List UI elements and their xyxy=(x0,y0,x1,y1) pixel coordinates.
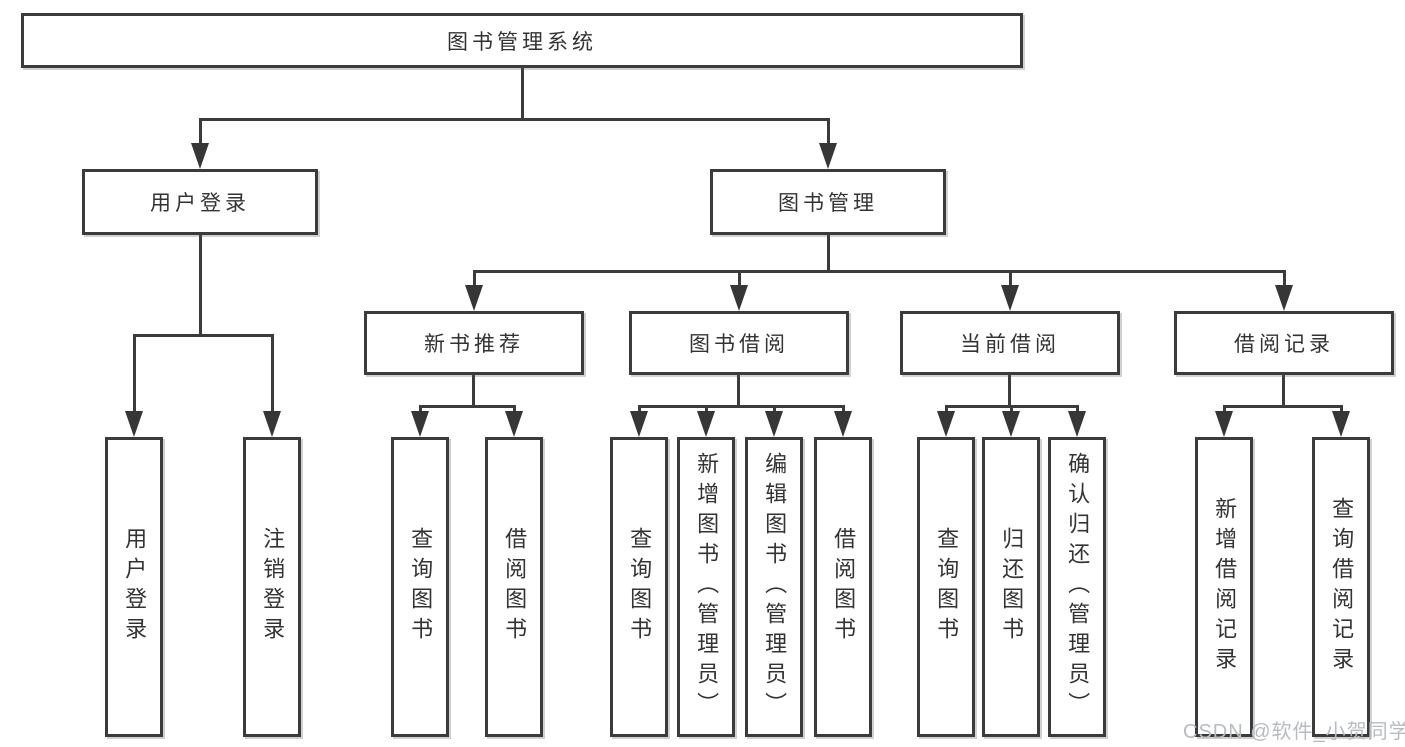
connector-stem xyxy=(737,375,740,407)
connector-drop xyxy=(271,334,274,414)
connector-drop xyxy=(199,118,202,147)
leaf-return-books-label: 归还图书 xyxy=(999,527,1025,647)
node-user-login-label: 用户登录 xyxy=(150,192,250,215)
connector-drop xyxy=(1010,405,1013,415)
connector-drop xyxy=(1223,405,1226,415)
arrowhead-down-icon xyxy=(1215,411,1233,437)
node-current-borrowing: 当前借阅 xyxy=(900,311,1120,375)
arrowhead-down-icon xyxy=(1001,285,1019,311)
leaf-query-borrow-record: 查询借阅记录 xyxy=(1312,437,1370,737)
arrowhead-down-icon xyxy=(834,411,852,437)
connector-drop xyxy=(1009,270,1012,287)
node-user-login: 用户登录 xyxy=(82,169,318,235)
arrowhead-down-icon xyxy=(411,411,429,437)
node-book-management-label: 图书管理 xyxy=(778,192,878,215)
arrowhead-down-icon xyxy=(465,285,483,311)
node-current-borrowing-label: 当前借阅 xyxy=(960,333,1060,356)
arrowhead-down-icon xyxy=(730,285,748,311)
root-node-label: 图书管理系统 xyxy=(447,30,597,54)
leaf-user-login: 用户登录 xyxy=(105,437,163,737)
connector-drop xyxy=(1283,270,1286,287)
node-new-book-recommendation: 新书推荐 xyxy=(364,311,584,375)
connector-bar xyxy=(419,405,515,408)
connector-stem xyxy=(199,235,202,336)
leaf-borrow-books-borrowing-label: 借阅图书 xyxy=(831,527,857,647)
leaf-confirm-return-admin-label: 确认归还（管理员） xyxy=(1065,452,1091,722)
leaf-add-borrow-record-label: 新增借阅记录 xyxy=(1212,497,1238,677)
connector-drop xyxy=(133,334,136,414)
arrowhead-down-icon xyxy=(125,411,143,437)
leaf-logout: 注销登录 xyxy=(243,437,301,737)
arrowhead-down-icon xyxy=(697,411,715,437)
leaf-query-books-current-label: 查询图书 xyxy=(934,527,960,647)
arrowhead-down-icon xyxy=(765,411,783,437)
leaf-query-books-borrowing: 查询图书 xyxy=(610,437,668,737)
connector-stem xyxy=(1008,375,1011,407)
connector-drop xyxy=(513,405,516,415)
watermark: CSDN @软件_小贺同学 xyxy=(1183,721,1405,743)
leaf-add-books-admin: 新增图书（管理员） xyxy=(677,437,735,737)
connector-bar xyxy=(638,405,844,408)
node-book-borrowing: 图书借阅 xyxy=(629,311,849,375)
connector-stem xyxy=(521,68,524,120)
connector-bar xyxy=(133,334,274,337)
leaf-query-books-current: 查询图书 xyxy=(917,437,975,737)
connector-drop xyxy=(827,118,830,147)
node-new-book-recommendation-label: 新书推荐 xyxy=(424,333,524,356)
connector-bar xyxy=(1223,405,1342,408)
arrowhead-down-icon xyxy=(191,143,209,169)
leaf-borrow-books-recommend: 借阅图书 xyxy=(485,437,543,737)
arrowhead-down-icon xyxy=(505,411,523,437)
connector-drop xyxy=(773,405,776,415)
leaf-user-login-label: 用户登录 xyxy=(122,527,148,647)
arrowhead-down-icon xyxy=(819,143,837,169)
leaf-query-books-recommend-label: 查询图书 xyxy=(408,527,434,647)
leaf-confirm-return-admin: 确认归还（管理员） xyxy=(1048,437,1106,737)
arrowhead-down-icon xyxy=(1332,411,1350,437)
root-node: 图书管理系统 xyxy=(21,13,1023,68)
arrowhead-down-icon xyxy=(263,411,281,437)
leaf-borrow-books-borrowing: 借阅图书 xyxy=(814,437,872,737)
connector-drop xyxy=(473,270,476,287)
node-book-management: 图书管理 xyxy=(710,169,946,235)
arrowhead-down-icon xyxy=(937,411,955,437)
leaf-query-books-recommend: 查询图书 xyxy=(391,437,449,737)
connector-drop xyxy=(1340,405,1343,415)
leaf-query-books-borrowing-label: 查询图书 xyxy=(627,527,653,647)
connector-drop xyxy=(419,405,422,415)
arrowhead-down-icon xyxy=(1275,285,1293,311)
leaf-add-books-admin-label: 新增图书（管理员） xyxy=(694,452,720,722)
connector-stem xyxy=(1282,375,1285,407)
leaf-logout-label: 注销登录 xyxy=(260,527,286,647)
arrowhead-down-icon xyxy=(1002,411,1020,437)
connector-drop xyxy=(705,405,708,415)
connector-drop xyxy=(738,270,741,287)
arrowhead-down-icon xyxy=(630,411,648,437)
connector-bar xyxy=(199,118,829,121)
node-borrowing-records-label: 借阅记录 xyxy=(1234,333,1334,356)
leaf-borrow-books-recommend-label: 借阅图书 xyxy=(502,527,528,647)
node-book-borrowing-label: 图书借阅 xyxy=(689,333,789,356)
leaf-edit-books-admin: 编辑图书（管理员） xyxy=(745,437,803,737)
connector-stem xyxy=(472,375,475,407)
connector-bar xyxy=(473,270,1285,273)
connector-drop xyxy=(638,405,641,415)
leaf-add-borrow-record: 新增借阅记录 xyxy=(1195,437,1253,737)
leaf-query-borrow-record-label: 查询借阅记录 xyxy=(1329,497,1355,677)
connector-drop xyxy=(842,405,845,415)
node-borrowing-records: 借阅记录 xyxy=(1174,311,1394,375)
leaf-edit-books-admin-label: 编辑图书（管理员） xyxy=(762,452,788,722)
connector-drop xyxy=(1076,405,1079,415)
leaf-return-books: 归还图书 xyxy=(982,437,1040,737)
connector-drop xyxy=(945,405,948,415)
arrowhead-down-icon xyxy=(1068,411,1086,437)
connector-stem xyxy=(827,235,830,272)
